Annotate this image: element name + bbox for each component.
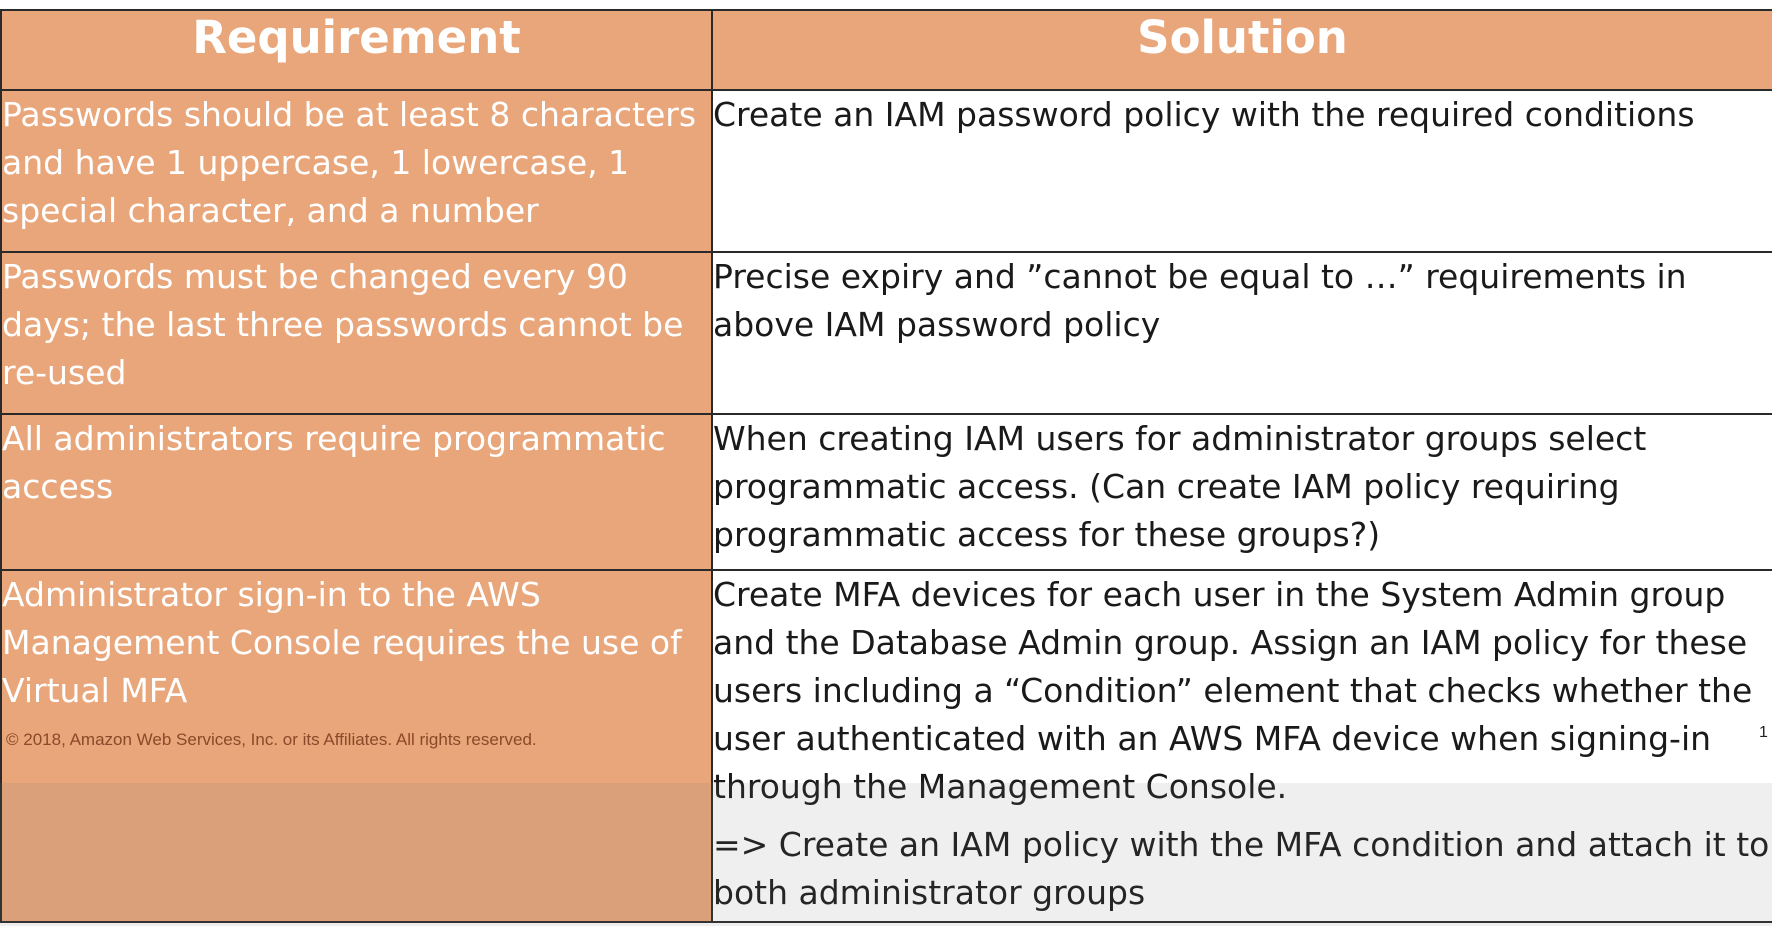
solution-column-header: Solution bbox=[711, 9, 1772, 91]
solution-cell: Create an IAM password policy with the r… bbox=[711, 89, 1772, 253]
solution-cell: Create MFA devices for each user in the … bbox=[711, 569, 1772, 923]
requirement-cell: All administrators require programmatic … bbox=[0, 413, 713, 571]
solution-cell: Precise expiry and ”cannot be equal to …… bbox=[711, 251, 1772, 415]
requirement-cell: Administrator sign-in to the AWS Managem… bbox=[0, 569, 713, 923]
solution-cell: When creating IAM users for administrato… bbox=[711, 413, 1772, 571]
solution-text: Create MFA devices for each user in the … bbox=[713, 575, 1753, 806]
table-header-row: Requirement Solution bbox=[0, 9, 1772, 91]
copyright-notice: © 2018, Amazon Web Services, Inc. or its… bbox=[6, 730, 537, 749]
table-row: Passwords must be changed every 90 days;… bbox=[0, 251, 1772, 415]
table-row: Administrator sign-in to the AWS Managem… bbox=[0, 569, 1772, 923]
solution-conclusion: => Create an IAM policy with the MFA con… bbox=[713, 825, 1770, 912]
table-row: All administrators require programmatic … bbox=[0, 413, 1772, 571]
requirements-table: Requirement Solution Passwords should be… bbox=[0, 9, 1772, 923]
requirement-column-header: Requirement bbox=[0, 9, 713, 91]
requirement-cell: Passwords should be at least 8 character… bbox=[0, 89, 713, 253]
table-row: Passwords should be at least 8 character… bbox=[0, 89, 1772, 253]
page-number: 1 bbox=[1759, 724, 1768, 741]
requirement-cell: Passwords must be changed every 90 days;… bbox=[0, 251, 713, 415]
